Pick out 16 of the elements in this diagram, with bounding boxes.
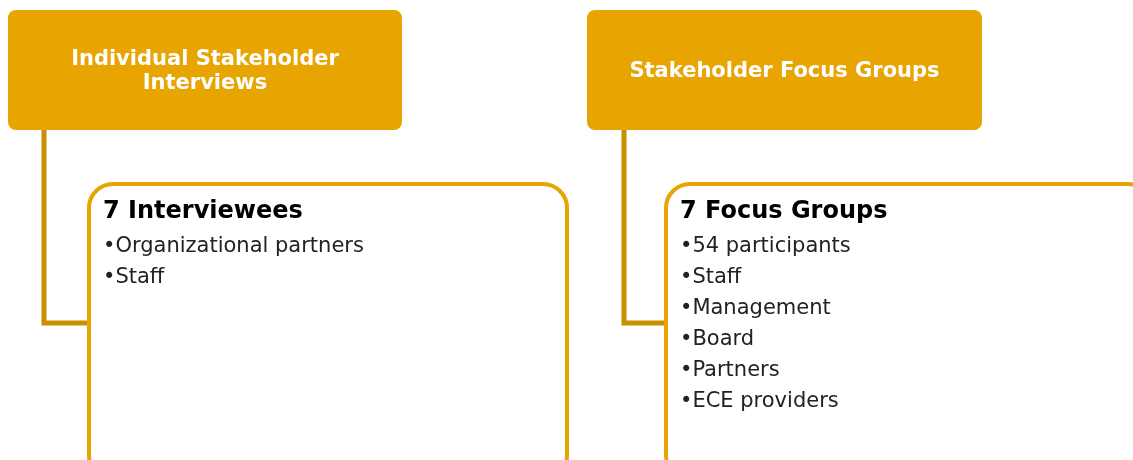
- detail-card: [664, 182, 1133, 460]
- category-box: Stakeholder Focus Groups: [587, 10, 982, 130]
- card-heading: 7 Interviewees: [103, 196, 304, 224]
- bullet-item: •ECE providers: [680, 387, 840, 414]
- bullet-item: •Board: [680, 325, 756, 352]
- bullet-item: •Staff: [680, 263, 743, 290]
- connector-line: [621, 130, 664, 326]
- bullet-item: •54 participants: [680, 232, 852, 259]
- detail-card: [87, 182, 569, 460]
- bullet-item: •Organizational partners: [103, 232, 365, 259]
- bullet-item: •Staff: [103, 263, 166, 290]
- card-heading: 7 Focus Groups: [680, 196, 889, 224]
- category-box: Individual Stakeholder Interviews: [8, 10, 402, 130]
- bullet-item: •Partners: [680, 356, 781, 383]
- bullet-item: •Management: [680, 294, 832, 321]
- connector-line: [41, 130, 87, 326]
